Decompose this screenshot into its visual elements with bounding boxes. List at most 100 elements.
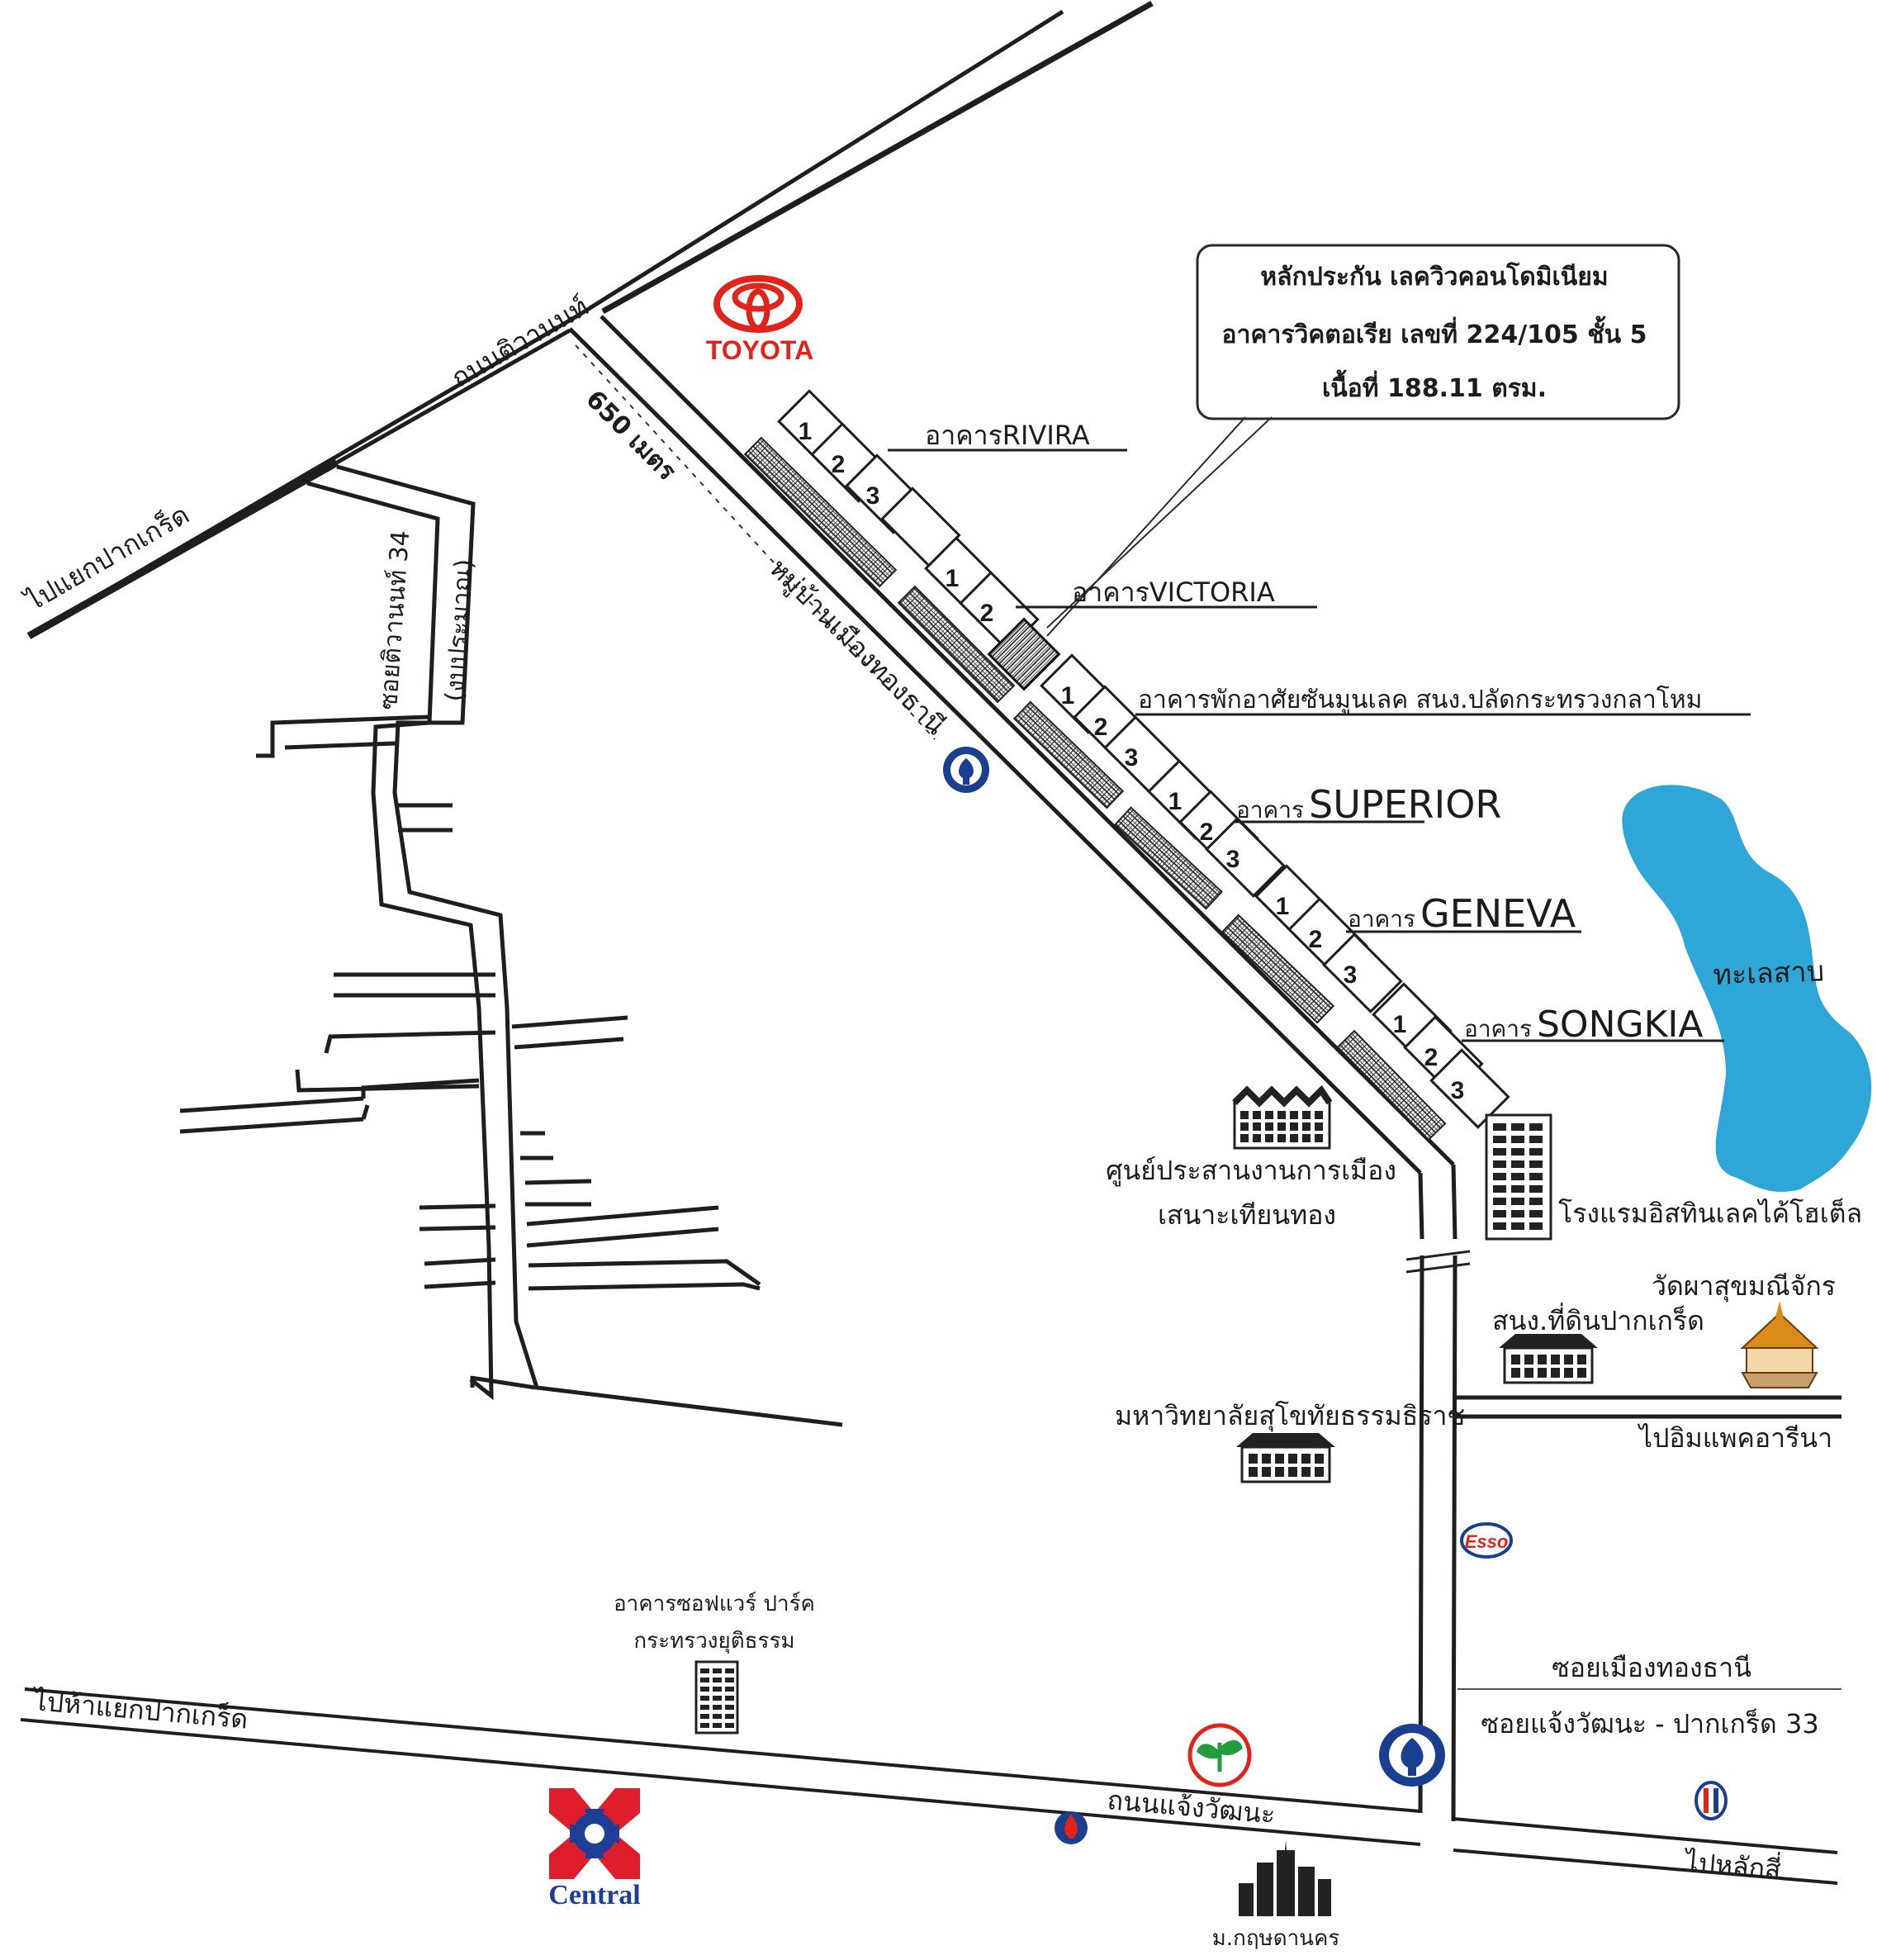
label-soi-muang-thong: ซอยเมืองทองธานี bbox=[1552, 1652, 1751, 1683]
label-residence: อาคารพักอาศัยซันมูนเลค สนง.ปลัดกระทรวงกล… bbox=[1138, 685, 1702, 714]
window bbox=[1262, 1467, 1271, 1477]
muang-thong-road bbox=[568, 315, 1471, 1822]
window bbox=[1493, 1210, 1506, 1217]
window bbox=[1288, 1454, 1297, 1464]
window bbox=[1493, 1222, 1506, 1230]
label-hotel: โรงแรมอิสทินเลคไค้โฮเต็ล bbox=[1558, 1198, 1862, 1229]
window bbox=[713, 1696, 722, 1701]
block-number: 1 bbox=[799, 418, 813, 445]
window bbox=[1253, 1122, 1261, 1131]
window bbox=[1290, 1111, 1298, 1119]
window bbox=[1315, 1111, 1323, 1119]
window bbox=[725, 1723, 734, 1728]
parking-strip bbox=[897, 585, 1016, 704]
block-number: 1 bbox=[1168, 788, 1183, 815]
window bbox=[700, 1705, 709, 1710]
window bbox=[1577, 1368, 1586, 1378]
toyota-logo: TOYOTA bbox=[706, 275, 813, 365]
label-songkia: SONGKIA bbox=[1537, 1004, 1704, 1046]
label-geneva: GENEVA bbox=[1420, 891, 1576, 936]
window bbox=[700, 1714, 709, 1719]
label-to-lak-si: ไปหลักสี่ bbox=[1681, 1844, 1782, 1886]
window bbox=[1529, 1198, 1543, 1205]
window bbox=[1301, 1467, 1311, 1477]
condo-block bbox=[1205, 817, 1286, 898]
window bbox=[713, 1705, 722, 1710]
window bbox=[1511, 1210, 1524, 1217]
window bbox=[1551, 1368, 1560, 1378]
block-number: 1 bbox=[946, 565, 960, 592]
label-politics-center-1: ศูนย์ประสานงานการเมือง bbox=[1106, 1155, 1396, 1187]
label-geneva-prefix: อาคาร bbox=[1348, 905, 1415, 933]
window bbox=[700, 1687, 709, 1692]
window bbox=[1564, 1368, 1573, 1378]
window bbox=[1288, 1467, 1297, 1477]
tiwanon-road bbox=[26, 0, 1154, 639]
window bbox=[1577, 1355, 1586, 1364]
window bbox=[700, 1696, 709, 1701]
window bbox=[1511, 1136, 1524, 1143]
window bbox=[1529, 1148, 1543, 1156]
parking-strip bbox=[743, 436, 898, 588]
label-university: มหาวิทยาลัยสุโขทัยธรรมธิราช bbox=[1115, 1400, 1465, 1432]
window bbox=[1277, 1111, 1286, 1119]
window bbox=[1511, 1368, 1520, 1378]
window bbox=[700, 1678, 709, 1682]
bank-icon-village bbox=[943, 747, 989, 793]
window bbox=[713, 1678, 722, 1682]
window bbox=[1493, 1160, 1506, 1168]
krirk-skyline-icon bbox=[1239, 1840, 1331, 1916]
parking-strip bbox=[1114, 806, 1223, 910]
window bbox=[1538, 1368, 1547, 1378]
block-number: 2 bbox=[1424, 1044, 1439, 1071]
store-icon bbox=[1695, 1781, 1728, 1820]
window bbox=[700, 1723, 709, 1728]
block-number: 3 bbox=[866, 482, 880, 510]
toyota-wordmark: TOYOTA bbox=[706, 335, 813, 365]
window bbox=[1277, 1122, 1286, 1131]
politics-center-icon bbox=[1232, 1084, 1333, 1150]
window bbox=[713, 1723, 722, 1728]
parking-strip bbox=[1336, 1029, 1447, 1141]
window bbox=[1277, 1134, 1286, 1142]
block-number: 3 bbox=[1226, 846, 1240, 873]
window bbox=[1493, 1185, 1506, 1193]
window bbox=[1302, 1122, 1311, 1131]
window bbox=[1493, 1173, 1506, 1180]
label-soi-tiwanon-34: ซอยติวานนท์ 34 bbox=[374, 529, 415, 711]
window bbox=[1529, 1136, 1543, 1143]
block-number: 3 bbox=[1125, 744, 1139, 771]
chaeng-watthana-road bbox=[20, 1687, 1838, 1885]
window bbox=[725, 1687, 734, 1692]
block-number: 1 bbox=[1276, 893, 1290, 920]
window bbox=[1511, 1222, 1524, 1230]
window bbox=[1265, 1111, 1273, 1119]
info-box: หลักประกัน เลควิวคอนโดมิเนียม อาคารวิคตอ… bbox=[1046, 244, 1680, 637]
ptt-icon bbox=[1055, 1811, 1088, 1844]
esso-icon: Esso bbox=[1460, 1522, 1513, 1559]
window bbox=[1493, 1148, 1506, 1156]
block-number: 1 bbox=[1393, 1011, 1407, 1038]
window bbox=[1240, 1111, 1249, 1119]
window bbox=[1249, 1467, 1258, 1477]
label-software-park-2: กระทรวงยุติธรรม bbox=[633, 1629, 794, 1654]
label-soi-chaeng: ซอยแจ้งวัฒนะ - ปากเกร็ด 33 bbox=[1481, 1708, 1818, 1739]
window bbox=[1265, 1134, 1273, 1142]
window bbox=[725, 1705, 734, 1710]
label-temple: วัดผาสุขมณีจักร bbox=[1652, 1270, 1836, 1303]
window bbox=[1275, 1467, 1284, 1477]
window bbox=[1511, 1198, 1524, 1205]
block-number: 2 bbox=[1200, 819, 1214, 846]
block-number: 3 bbox=[1451, 1077, 1465, 1104]
label-songkia-prefix: อาคาร bbox=[1464, 1015, 1532, 1042]
soi-tiwanon-34-network bbox=[179, 464, 843, 1427]
label-lake: ทะเลสาบ bbox=[1713, 955, 1825, 992]
block-number: 2 bbox=[980, 600, 994, 627]
window bbox=[1564, 1355, 1573, 1364]
hotel-tower-icon bbox=[1485, 1113, 1552, 1241]
window bbox=[1511, 1160, 1524, 1168]
window bbox=[713, 1668, 722, 1673]
window bbox=[1529, 1160, 1543, 1168]
